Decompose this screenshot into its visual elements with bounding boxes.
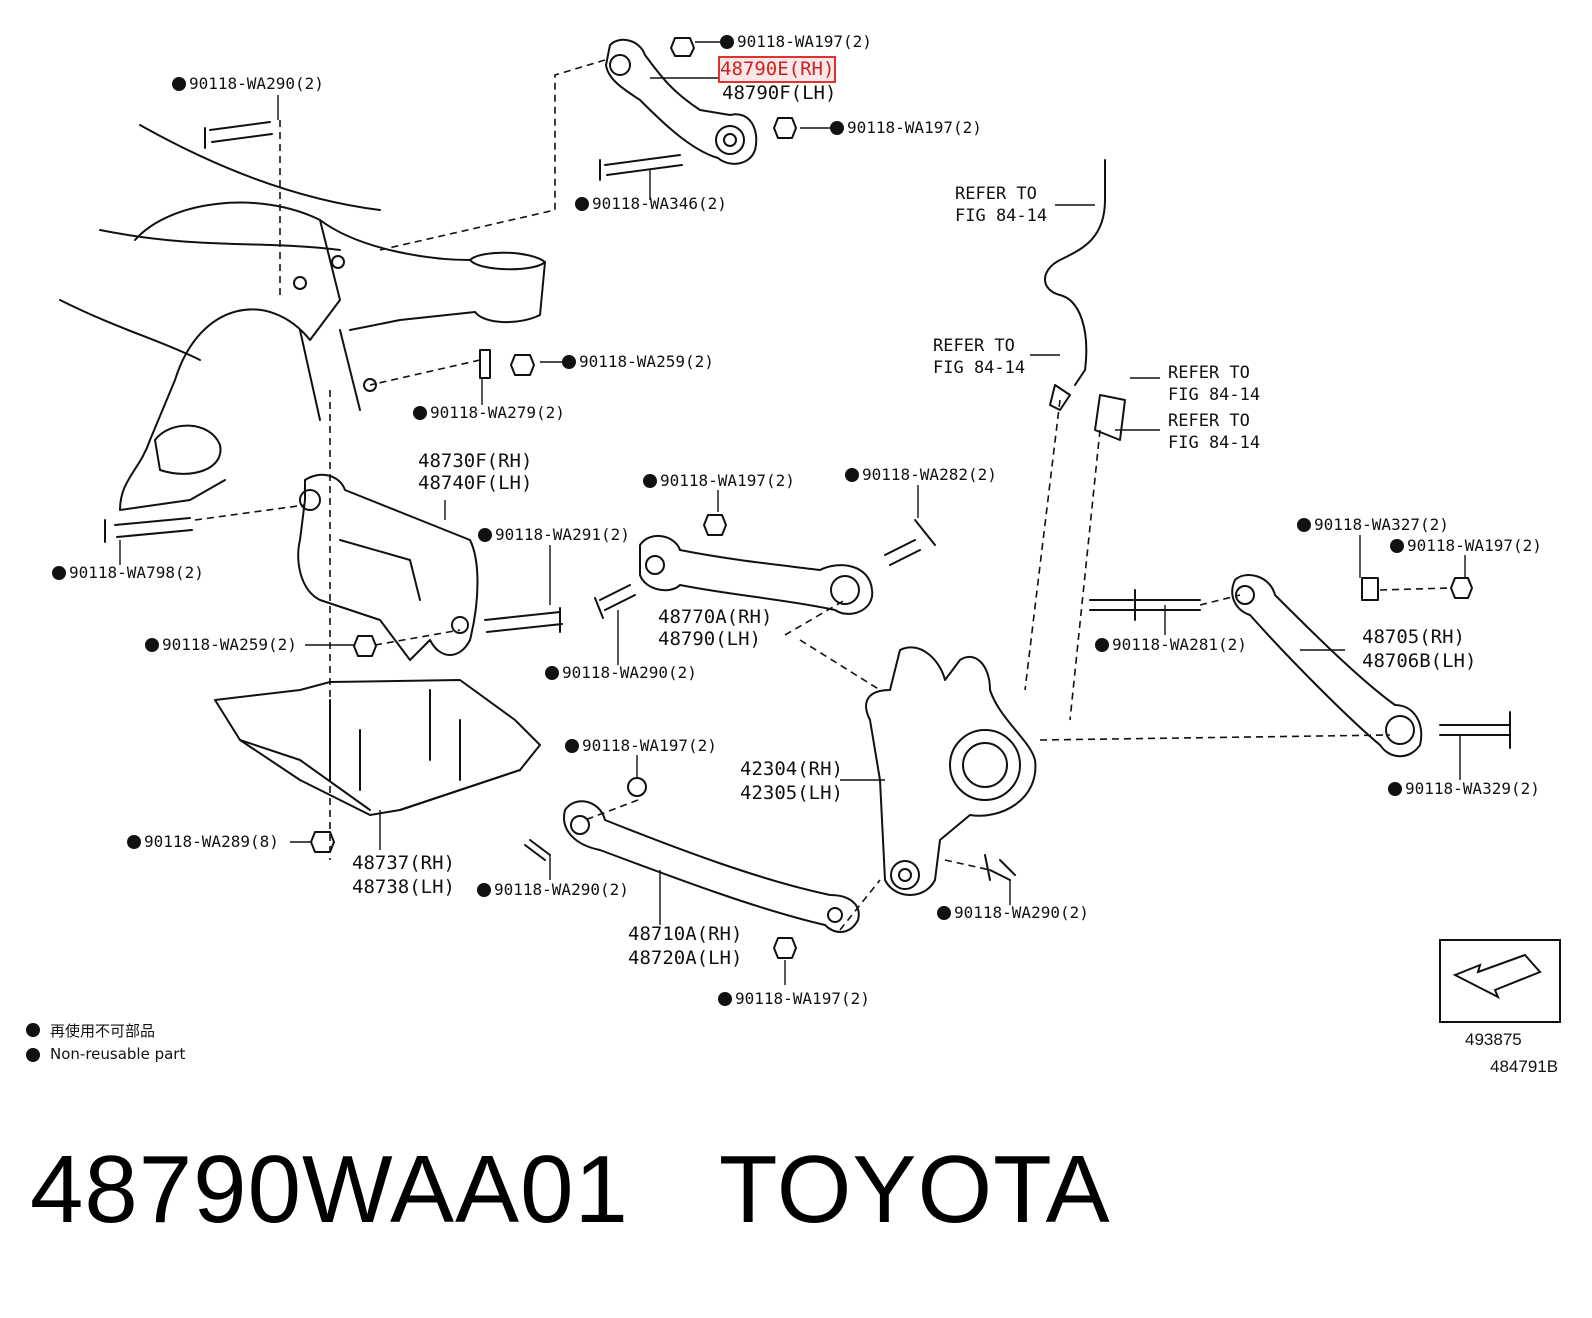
figure-number: 484791B <box>1490 1057 1559 1076</box>
non-reusable-dot-icon <box>1390 539 1404 553</box>
non-reusable-dot-icon <box>575 197 589 211</box>
non-reusable-dot-icon <box>545 666 559 680</box>
non-reusable-dot-icon <box>643 474 657 488</box>
non-reusable-dot-icon <box>52 566 66 580</box>
non-reusable-dot-icon <box>145 638 159 652</box>
rear-arm-bolts <box>104 349 563 657</box>
cover-lh-label[interactable]: 48738(LH) <box>352 876 455 898</box>
toe-arm-rh-label[interactable]: 48770A(RH) <box>658 606 773 628</box>
non-reusable-dot-icon <box>478 528 492 542</box>
upper-arm-lh-label[interactable]: 48790F(LH) <box>722 82 837 104</box>
non-reusable-dot-icon <box>937 906 951 920</box>
rear-arm-rh-label[interactable]: 48730F(RH) <box>418 450 533 472</box>
fastener-wa197-bottom[interactable]: 90118-WA197(2) <box>718 989 870 1009</box>
fastener-wa291[interactable]: 90118-WA291(2) <box>478 525 630 545</box>
fastener-wa346[interactable]: 90118-WA346(2) <box>575 194 727 214</box>
fastener-wa279[interactable]: 90118-WA279(2) <box>413 403 565 423</box>
lateral-arm-lh-label[interactable]: 48706B(LH) <box>1362 650 1477 672</box>
cover-drawing <box>214 679 541 816</box>
fastener-wa259-lower[interactable]: 90118-WA259(2) <box>145 635 297 655</box>
fastener-wa197-toe[interactable]: 90118-WA197(2) <box>643 471 795 491</box>
knuckle-drawing <box>865 646 1037 896</box>
fastener-wa197-top[interactable]: 90118-WA197(2) <box>720 32 872 52</box>
fastener-wa290-toe[interactable]: 90118-WA290(2) <box>545 663 697 683</box>
upper-arm-rh-label[interactable]: 48790E(RH) <box>717 56 837 83</box>
rear-arm-lh-label[interactable]: 48740F(LH) <box>418 472 533 494</box>
knuckle-rh-label[interactable]: 42304(RH) <box>740 758 843 780</box>
fastener-wa290-top[interactable]: 90118-WA290(2) <box>172 74 324 94</box>
fastener-wa290-lower[interactable]: 90118-WA290(2) <box>477 880 629 900</box>
fastener-wa197-upper-nut[interactable]: 90118-WA197(2) <box>830 118 982 138</box>
fastener-wa281[interactable]: 90118-WA281(2) <box>1095 635 1247 655</box>
lateral-arm-rh-label[interactable]: 48705(RH) <box>1362 626 1465 648</box>
product-part-number: 48790WAA01 <box>30 1136 629 1243</box>
direction-box <box>1439 939 1561 1023</box>
illustration-number: 493875 <box>1465 1030 1522 1049</box>
fastener-wa290-knuckle[interactable]: 90118-WA290(2) <box>937 903 1089 923</box>
upper-arm-bolts <box>204 37 797 181</box>
fastener-wa289[interactable]: 90118-WA289(8) <box>127 832 279 852</box>
non-reusable-dot-icon <box>562 355 576 369</box>
rear-arm-drawing <box>297 473 479 661</box>
non-reusable-dot-icon <box>830 121 844 135</box>
product-brand: TOYOTA <box>718 1136 1111 1243</box>
fastener-wa329[interactable]: 90118-WA329(2) <box>1388 779 1540 799</box>
fastener-wa259-upper[interactable]: 90118-WA259(2) <box>562 352 714 372</box>
non-reusable-dot-icon <box>1388 782 1402 796</box>
non-reusable-dot-icon <box>477 883 491 897</box>
non-reusable-dot-icon <box>127 835 141 849</box>
upper-arm-drawing <box>605 38 758 165</box>
non-reusable-dot-icon <box>1297 518 1311 532</box>
legend-non-reusable-en: Non-reusable part <box>50 1045 186 1063</box>
non-reusable-dot-icon <box>845 468 859 482</box>
toe-arm-lh-label[interactable]: 48790(LH) <box>658 628 761 650</box>
non-reusable-dot-icon <box>1095 638 1109 652</box>
legend-dot-jp <box>26 1023 40 1037</box>
fastener-wa197-lower-washer[interactable]: 90118-WA197(2) <box>565 736 717 756</box>
cover-rh-label[interactable]: 48737(RH) <box>352 852 455 874</box>
product-caption: 48790WAA01 TOYOTA <box>30 1135 1111 1245</box>
knuckle-lh-label[interactable]: 42305(LH) <box>740 782 843 804</box>
legend-dot-en <box>26 1048 40 1062</box>
fastener-wa327[interactable]: 90118-WA327(2) <box>1297 515 1449 535</box>
toe-arm-drawing <box>594 514 936 619</box>
non-reusable-dot-icon <box>720 35 734 49</box>
non-reusable-dot-icon <box>718 992 732 1006</box>
sensor-wire-drawing <box>1044 159 1126 441</box>
fastener-wa282[interactable]: 90118-WA282(2) <box>845 465 997 485</box>
legend-non-reusable-jp: 再使用不可部品 <box>50 1022 156 1040</box>
non-reusable-dot-icon <box>565 739 579 753</box>
fastener-wa798[interactable]: 90118-WA798(2) <box>52 563 204 583</box>
lower-arm-rh-label[interactable]: 48710A(RH) <box>628 923 743 945</box>
lateral-arm-drawing <box>1089 574 1511 758</box>
non-reusable-dot-icon <box>172 77 186 91</box>
lower-arm-lh-label[interactable]: 48720A(LH) <box>628 947 743 969</box>
non-reusable-dot-icon <box>413 406 427 420</box>
fastener-wa197-lat[interactable]: 90118-WA197(2) <box>1390 536 1542 556</box>
